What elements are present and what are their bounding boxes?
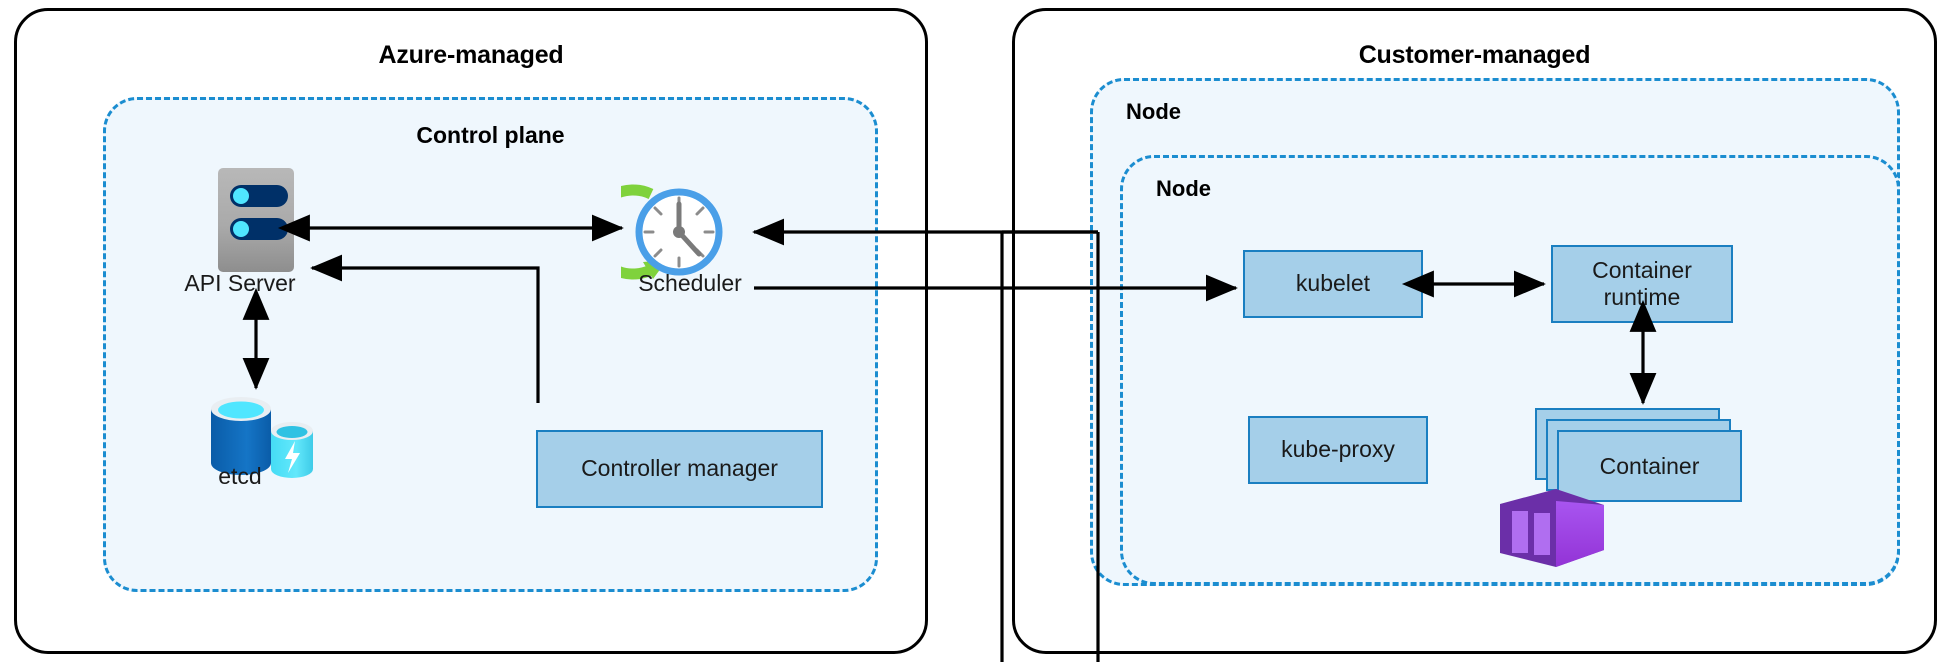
- zone-title-control-plane: Control plane: [416, 122, 565, 148]
- box-container-stack[interactable]: Container: [1535, 408, 1760, 506]
- box-kubelet[interactable]: kubelet: [1243, 250, 1423, 318]
- panel-azure-managed: Azure-managed Control plane Controller m…: [14, 8, 928, 654]
- label-etcd: etcd: [218, 463, 262, 489]
- box-controller-manager[interactable]: Controller manager: [536, 430, 823, 508]
- label-api-server: API Server: [184, 270, 296, 296]
- panel-title-azure-managed: Azure-managed: [378, 41, 564, 69]
- container-stack-layer-front[interactable]: Container: [1557, 430, 1742, 502]
- panel-title-customer-managed: Customer-managed: [1358, 41, 1591, 69]
- zone-title-node-inner: Node: [1156, 176, 1211, 201]
- server-icon: [218, 168, 294, 272]
- box-container-runtime[interactable]: Container runtime: [1551, 245, 1733, 323]
- container-icon: [1498, 487, 1608, 569]
- database-icon: [205, 393, 323, 481]
- label-scheduler: Scheduler: [638, 270, 742, 296]
- box-kube-proxy[interactable]: kube-proxy: [1248, 416, 1428, 484]
- clock-icon: [585, 182, 737, 282]
- zone-title-node-outer: Node: [1126, 99, 1181, 124]
